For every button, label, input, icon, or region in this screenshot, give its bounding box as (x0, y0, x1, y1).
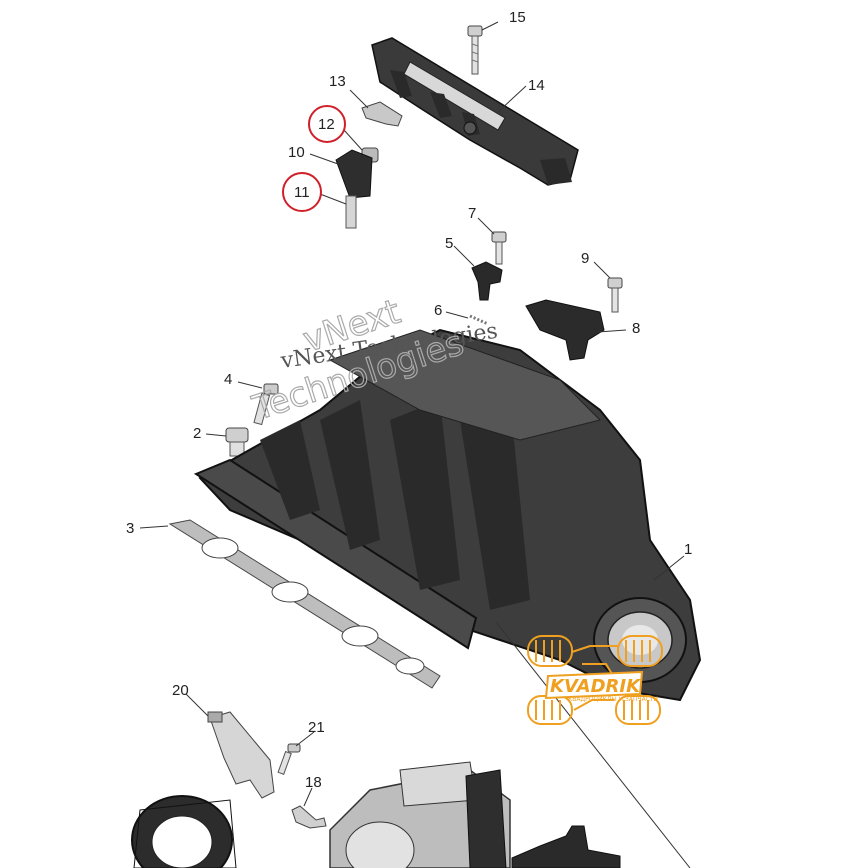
callout-11: 11 (294, 184, 310, 201)
callout-20: 20 (172, 682, 189, 699)
bolt-15 (467, 25, 483, 75)
callout-9: 9 (581, 250, 589, 267)
callout-15: 15 (509, 9, 526, 26)
fitting-18 (291, 805, 327, 829)
clip-13 (361, 101, 403, 127)
callout-5: 5 (445, 235, 453, 252)
assembly-guide-line (495, 621, 691, 868)
o-ring-6 (469, 314, 489, 326)
throttle-body (329, 761, 511, 868)
logo-tagline: КВАДРОЦИКЛЫ И ЗАПЧАСТИ (568, 696, 658, 703)
callout-8: 8 (632, 320, 640, 337)
callout-18: 18 (305, 774, 322, 791)
bolt-9 (607, 277, 623, 313)
intake-manifold (193, 328, 702, 702)
logo-name: KVADRIK (550, 676, 642, 697)
logo-wheel-top-right (617, 635, 663, 667)
callout-1: 1 (684, 541, 692, 558)
callout-3: 3 (126, 520, 134, 537)
logo-wheel-bottom-right (615, 695, 661, 725)
bolt-7 (491, 231, 507, 265)
throttle-sensor (511, 825, 621, 868)
spacer-2 (225, 427, 249, 457)
logo-plate (544, 670, 644, 700)
callout-6: 6 (434, 302, 442, 319)
bolt-4 (253, 383, 279, 426)
callout-4: 4 (224, 371, 232, 388)
fuel-injector (335, 147, 379, 229)
callout-21: 21 (308, 719, 325, 736)
sensor-20 (207, 711, 275, 799)
callout-10: 10 (288, 144, 305, 161)
callout-14: 14 (528, 77, 545, 94)
sensor-5 (471, 261, 503, 301)
callout-13: 13 (329, 73, 346, 90)
callout-12: 12 (318, 116, 335, 133)
kvadrik-logo (527, 635, 663, 725)
fuel-rail (371, 37, 579, 186)
bolt-21 (277, 743, 301, 775)
highlight-circle-11 (282, 172, 322, 212)
callout-2: 2 (193, 425, 201, 442)
map-sensor-8 (525, 299, 605, 361)
highlight-circle-12 (308, 105, 346, 143)
coupling-boot (131, 795, 237, 868)
leader-lines (139, 21, 685, 807)
callout-7: 7 (468, 205, 476, 222)
gasket-3 (168, 519, 441, 689)
logo-frame (571, 645, 618, 711)
